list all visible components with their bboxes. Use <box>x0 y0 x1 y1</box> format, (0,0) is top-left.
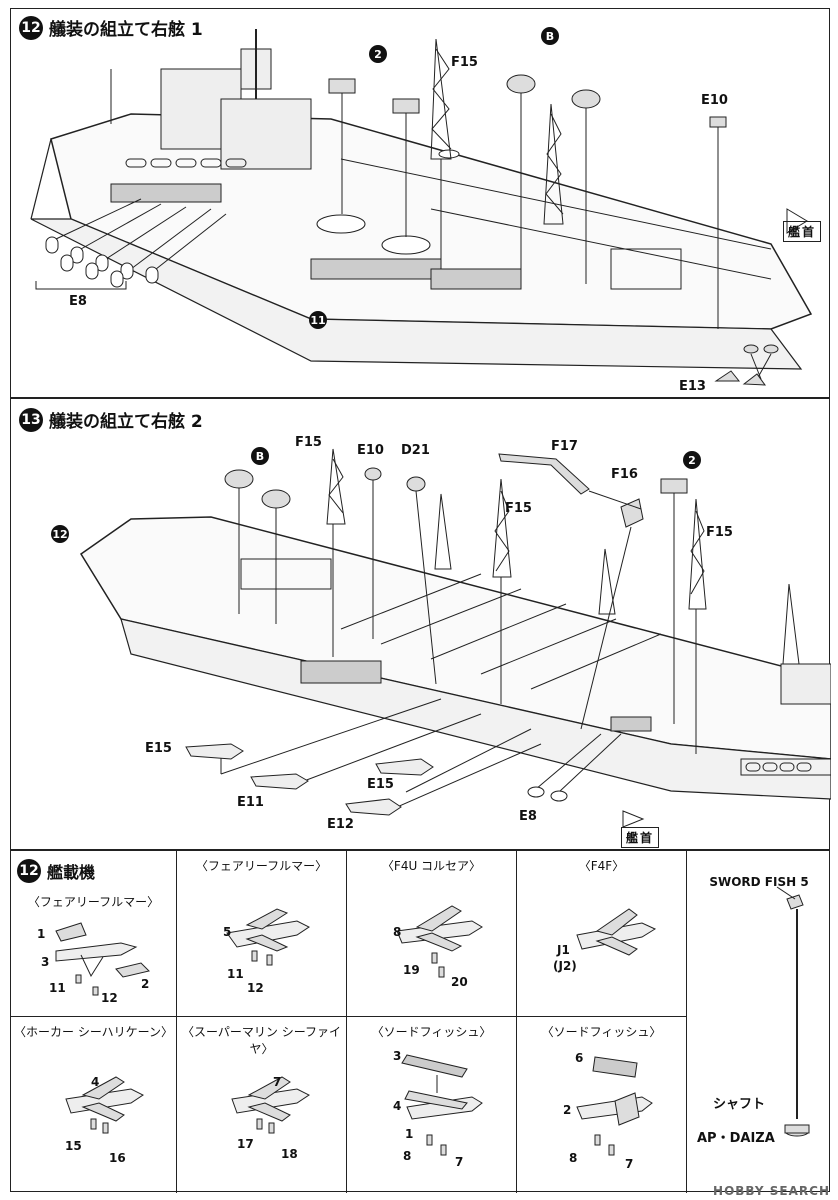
aircraft-cell-2: 〈フェアリーフルマー〉 5 11 12 <box>177 851 347 1017</box>
marker-11: 11 <box>309 311 327 329</box>
label-e13: E13 <box>679 379 706 394</box>
step-number: 12 <box>19 15 43 40</box>
label-e15-b: E15 <box>367 777 394 792</box>
label-e10: E10 <box>357 443 384 458</box>
label-f17: F17 <box>551 439 578 454</box>
aircraft-cell-3: 〈F4U コルセア〉 8 19 20 <box>347 851 517 1017</box>
stand-title: SWORD FISH 5 <box>709 875 809 889</box>
aircraft-title: 〈ソードフィッシュ〉 <box>371 1025 492 1039</box>
circle-b-icon: B <box>541 27 559 45</box>
marker-b: B <box>251 447 269 465</box>
aircraft-title: 〈フェアリーフルマー〉 <box>27 895 160 909</box>
label-e11: E11 <box>237 795 264 810</box>
label-f15-b: F15 <box>505 501 532 516</box>
stand-cell: SWORD FISH 5 シャフト AP・DAIZA <box>687 851 831 1191</box>
f4f-icon <box>576 908 657 956</box>
label-e8: E8 <box>69 294 87 309</box>
aircraft-cell-7: 〈ソードフィッシュ〉 3 4 1 8 7 <box>347 1017 517 1193</box>
aircraft-title: 〈フェアリーフルマー〉 <box>195 859 328 873</box>
ship-starboard-diagram-1 <box>30 29 813 386</box>
base-label: AP・DAIZA <box>697 1131 775 1146</box>
aircraft-title: 〈スーパーマリン シーファイヤ〉 <box>182 1025 341 1056</box>
label-d21: D21 <box>401 443 430 458</box>
fulmar-exploded-icon <box>55 922 150 996</box>
swordfish-folded-icon <box>576 1056 653 1156</box>
aircraft-cell-4: 〈F4F〉 J1 (J2) <box>517 851 687 1017</box>
marker-b: B <box>541 27 559 45</box>
marker-12: 12 <box>51 525 69 543</box>
label-e10: E10 <box>701 93 728 108</box>
label-f15-a: F15 <box>295 435 322 450</box>
circle-12-icon: 12 <box>51 525 69 543</box>
circle-2-icon: 2 <box>369 45 387 63</box>
marker-2: 2 <box>683 451 701 469</box>
aircraft-title: 〈ホーカー シーハリケーン〉 <box>14 1025 173 1039</box>
aircraft-cell-1: 12 艦載機 〈フェアリーフルマー〉 1 3 11 12 2 <box>11 851 177 1017</box>
seafire-icon <box>231 1076 310 1134</box>
label-e12: E12 <box>327 817 354 832</box>
step-13-panel: 13 艤装の組立て右舷 2 <box>10 398 831 850</box>
step-number: 13 <box>19 407 43 432</box>
ship-starboard-diagram-2 <box>79 448 831 828</box>
fulmar-icon <box>226 908 310 966</box>
bow-indicator: 艦首 <box>783 221 822 242</box>
circle-b-icon: B <box>251 447 269 465</box>
aircraft-title: 〈F4U コルセア〉 <box>381 859 482 873</box>
aircraft-cell-8: 〈ソードフィッシュ〉 6 2 8 7 <box>517 1017 687 1193</box>
step-12-panel: 12 艤装の組立て右舷 1 <box>10 8 830 398</box>
aircraft-step-title: 12 艦載機 <box>17 859 95 883</box>
bow-indicator: 艦首 <box>621 827 660 848</box>
stand-diagram <box>776 886 810 1137</box>
circle-11-icon: 11 <box>309 311 327 329</box>
label-f16: F16 <box>611 467 638 482</box>
corsair-icon <box>396 905 483 978</box>
swordfish-exploded-icon <box>401 1054 483 1156</box>
circle-2-icon: 2 <box>683 451 701 469</box>
shaft-label: シャフト <box>713 1097 766 1112</box>
label-e15-a: E15 <box>145 741 172 756</box>
label-f15: F15 <box>451 55 478 70</box>
step-title-text: 艤装の組立て右舷 2 <box>49 412 203 432</box>
aircraft-cell-5: 〈ホーカー シーハリケーン〉 4 15 16 <box>11 1017 177 1193</box>
step-13-title: 13 艤装の組立て右舷 2 <box>19 407 203 432</box>
label-e8: E8 <box>519 809 537 824</box>
label-f15-c: F15 <box>706 525 733 540</box>
marker-2: 2 <box>369 45 387 63</box>
aircraft-cell-6: 〈スーパーマリン シーファイヤ〉 7 17 18 <box>177 1017 347 1193</box>
watermark: HOBBY SEARCH <box>713 1184 830 1198</box>
step-12-title: 12 艤装の組立て右舷 1 <box>19 15 203 40</box>
aircraft-title: 〈ソードフィッシュ〉 <box>541 1025 662 1039</box>
aircraft-panel: 12 艦載機 〈フェアリーフルマー〉 1 3 11 12 2 〈フェアリーフルマ… <box>10 850 831 1193</box>
aircraft-title: 〈F4F〉 <box>578 859 625 873</box>
sea-hurricane-icon <box>65 1076 144 1134</box>
step-title-text: 艤装の組立て右舷 1 <box>49 20 203 40</box>
